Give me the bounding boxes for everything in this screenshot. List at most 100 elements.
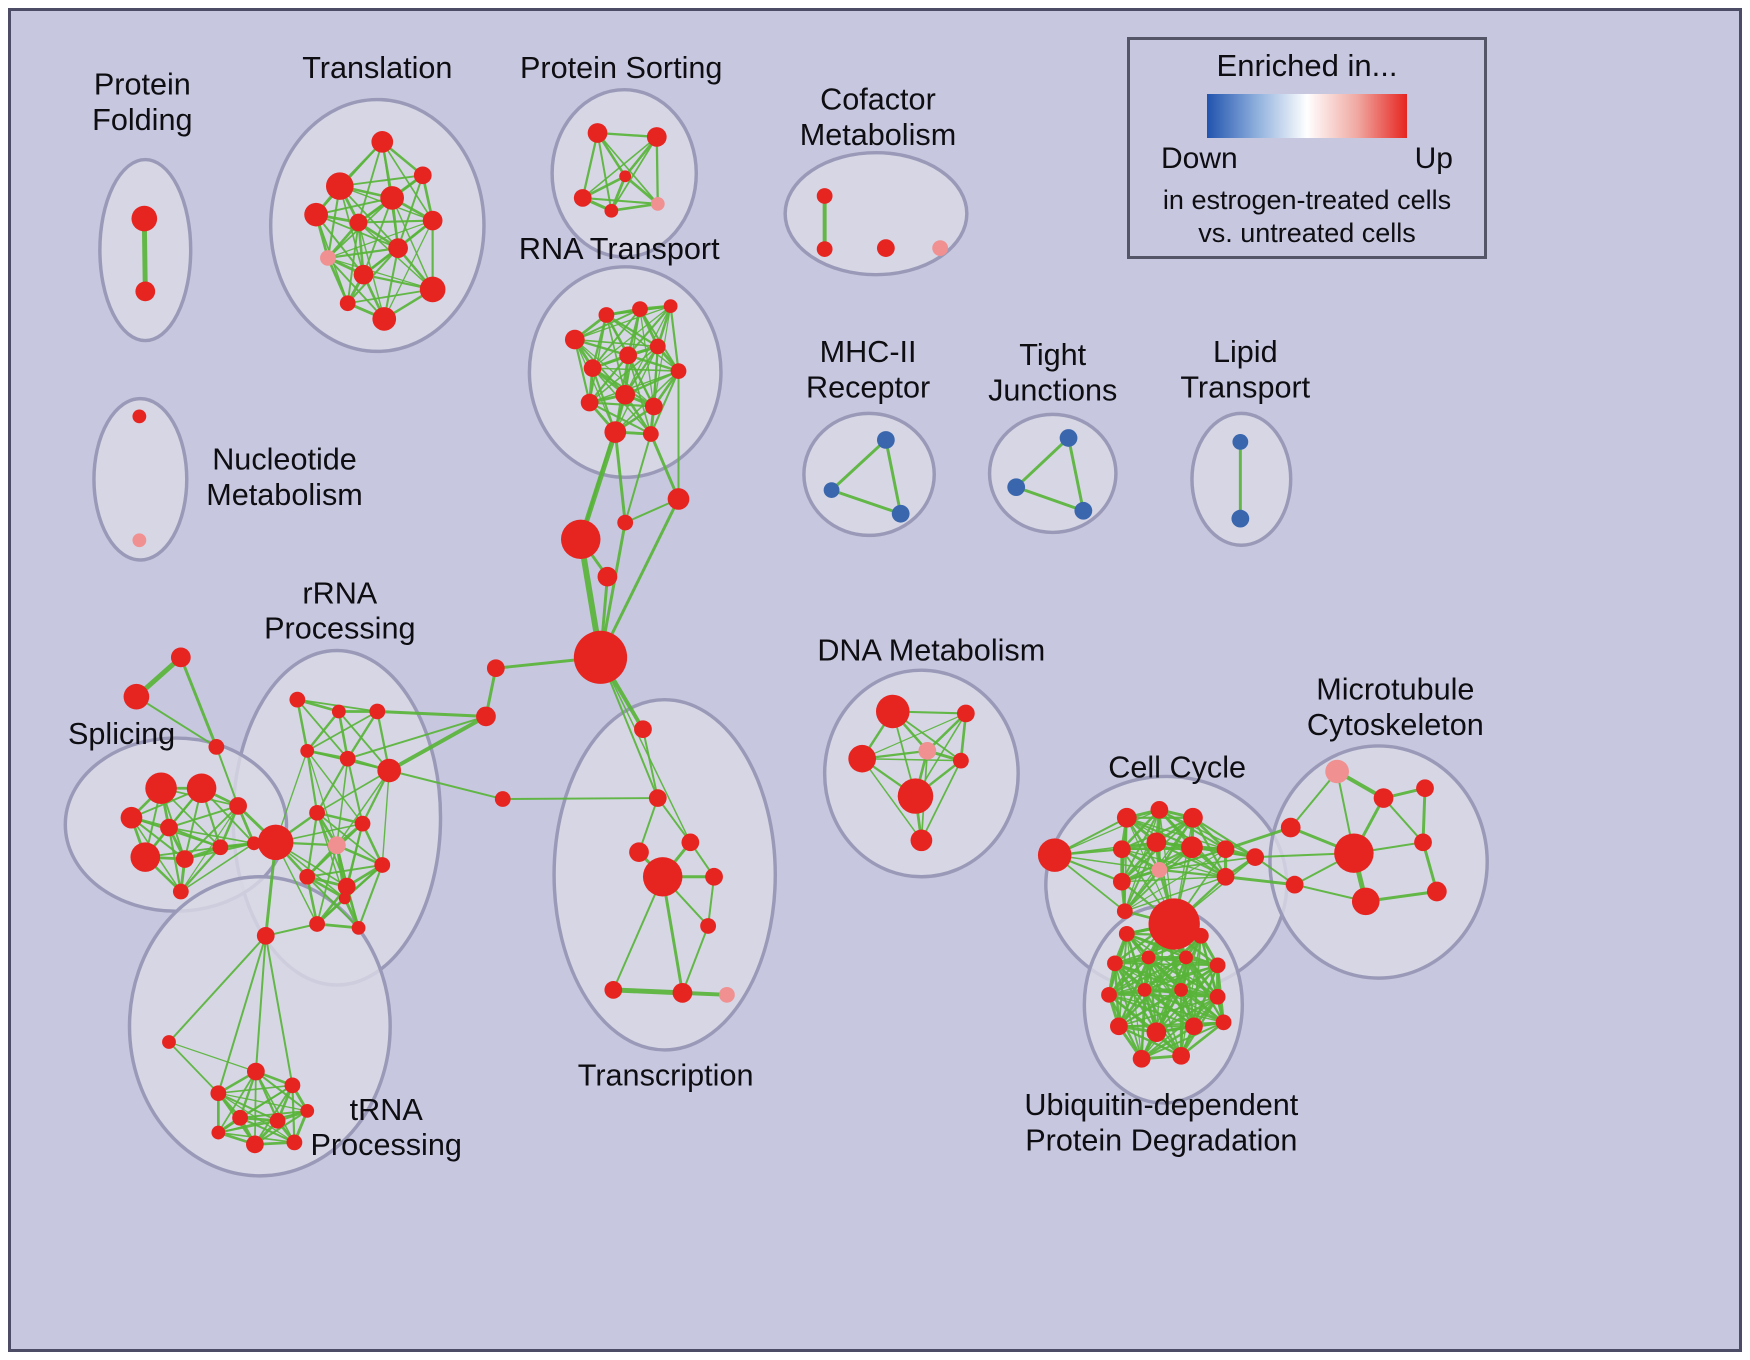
gene-set-node xyxy=(619,170,632,183)
gene-set-node xyxy=(573,189,592,207)
gene-set-node xyxy=(1132,1049,1151,1068)
enrichment-edge xyxy=(337,710,349,760)
gene-set-node xyxy=(587,123,608,143)
enrichment-edge xyxy=(624,433,652,524)
cluster-ellipse-microtubule-cytoskeleton xyxy=(1268,744,1489,980)
gene-set-node xyxy=(1110,1017,1128,1036)
gene-set-node xyxy=(667,488,690,510)
gene-set-node xyxy=(1112,872,1131,891)
gene-set-node xyxy=(1151,862,1168,878)
cluster-label-protein-folding: Protein xyxy=(94,68,191,102)
enrichment-edge xyxy=(381,141,434,222)
gene-set-node xyxy=(172,883,189,900)
gene-set-node xyxy=(175,850,194,868)
gene-set-node xyxy=(700,918,717,934)
enrichment-edge xyxy=(581,136,658,199)
enrichment-edge xyxy=(1120,808,1161,851)
enrichment-edge xyxy=(316,811,384,866)
enrichment-edge xyxy=(375,710,488,718)
enrichment-edge xyxy=(296,698,349,760)
gene-set-node xyxy=(580,393,599,412)
gene-set-node xyxy=(648,789,667,807)
gene-set-node xyxy=(170,647,191,668)
enrichment-edge xyxy=(641,728,659,800)
gene-set-node xyxy=(494,791,511,807)
gene-set-node xyxy=(918,741,937,760)
cluster-label-tight-junctions: Tight xyxy=(1019,338,1086,372)
enrichment-edge xyxy=(135,695,218,748)
enrichment-edge xyxy=(381,769,390,866)
enrichment-edge xyxy=(217,1092,279,1122)
gene-set-node xyxy=(1280,817,1301,838)
enrichment-edge xyxy=(255,1070,296,1144)
cluster-label-mhc-ii-receptor: Receptor xyxy=(806,371,930,405)
enrichment-edge xyxy=(1014,485,1085,513)
gene-set-node xyxy=(120,806,143,829)
enrichment-edge xyxy=(1184,956,1225,1024)
gene-set-node xyxy=(1155,917,1174,935)
enrichment-edge xyxy=(1155,964,1219,1034)
enrichment-edge xyxy=(387,714,488,773)
gene-set-node xyxy=(1192,927,1209,944)
gene-set-node xyxy=(377,758,402,783)
gene-set-node xyxy=(1116,807,1137,828)
gene-set-node xyxy=(1232,434,1249,450)
enrichment-edge xyxy=(830,488,903,516)
gene-set-node xyxy=(932,240,949,256)
gene-set-node xyxy=(325,172,354,200)
gene-set-node xyxy=(1179,950,1193,965)
cluster-label-nucleotide-metabolism: Nucleotide xyxy=(212,443,357,477)
enrichment-edge xyxy=(926,712,968,753)
gene-set-node xyxy=(876,431,895,449)
enrichment-edge xyxy=(588,354,630,404)
gene-set-node xyxy=(130,842,161,872)
enrichment-edge xyxy=(168,826,255,845)
enrichment-edge xyxy=(656,797,692,844)
gene-set-node xyxy=(300,743,315,758)
gene-set-node xyxy=(1209,957,1226,974)
gene-set-node xyxy=(816,241,833,257)
enrichment-edge xyxy=(346,715,487,760)
gene-set-node xyxy=(583,359,602,377)
enrichment-edge xyxy=(501,797,659,801)
enrichment-edge xyxy=(591,308,641,370)
enrichment-edge xyxy=(168,1041,257,1073)
enrichment-edge xyxy=(315,196,394,216)
gene-set-node xyxy=(823,482,840,498)
gene-set-node xyxy=(413,166,432,185)
gene-set-node xyxy=(284,1077,301,1094)
enrichment-edge xyxy=(581,196,659,205)
gene-set-node xyxy=(650,196,665,211)
cluster-label-transcription: Transcription xyxy=(578,1058,754,1092)
enrichment-edge xyxy=(337,710,391,772)
enrichment-edge xyxy=(179,655,218,749)
enrichment-edge xyxy=(596,132,613,212)
gene-set-node xyxy=(573,630,628,684)
enrichment-edge xyxy=(397,174,424,250)
enrichment-edge xyxy=(1140,988,1146,1060)
enrichment-edge xyxy=(573,338,591,404)
gene-set-node xyxy=(1183,807,1203,828)
enrichment-edge xyxy=(217,1084,294,1095)
enrichment-edge xyxy=(1113,962,1158,1034)
enrichment-edge xyxy=(649,370,680,436)
gene-set-node xyxy=(132,533,147,548)
cluster-label-rrna-processing: rRNA xyxy=(302,576,377,610)
enrichment-edge xyxy=(588,370,680,404)
gene-set-node xyxy=(1216,867,1235,886)
enrichment-edge xyxy=(599,497,680,659)
gene-set-node xyxy=(642,857,683,897)
enrichment-edge xyxy=(215,745,240,807)
enrichment-edge xyxy=(1140,1025,1196,1061)
gene-set-node xyxy=(246,836,261,851)
gene-set-node xyxy=(1118,925,1135,942)
gene-set-node xyxy=(876,239,895,257)
gene-set-node xyxy=(1141,950,1156,965)
gene-set-node xyxy=(232,1109,248,1126)
gene-set-node xyxy=(1231,509,1250,528)
gene-set-node xyxy=(632,301,648,317)
gene-set-node xyxy=(338,892,351,905)
gene-set-node xyxy=(246,1062,265,1081)
enrichment-edge xyxy=(884,438,903,516)
enrichment-edge xyxy=(588,314,608,404)
